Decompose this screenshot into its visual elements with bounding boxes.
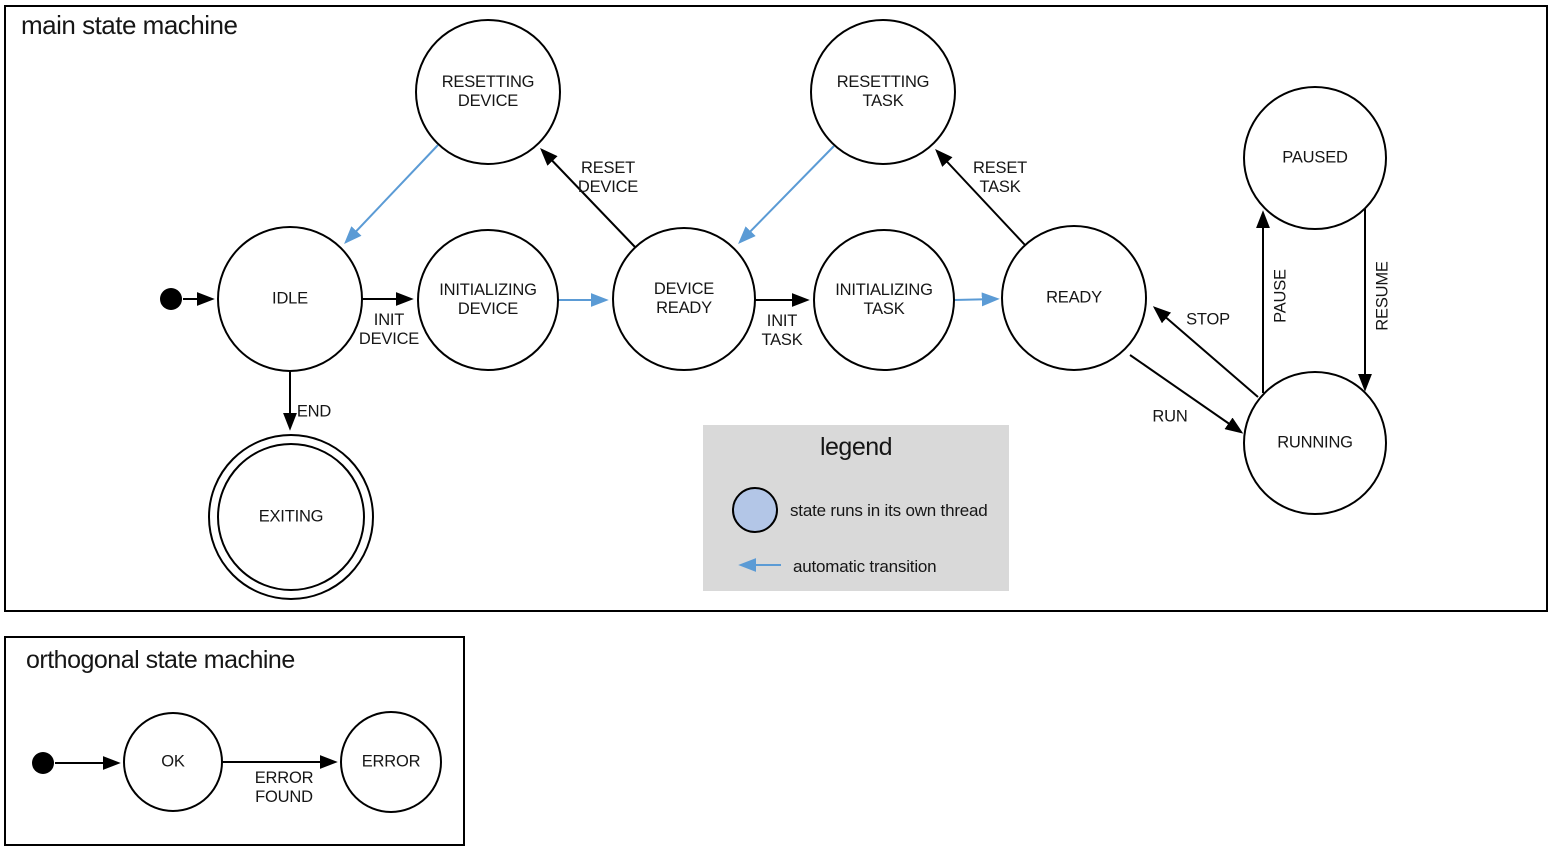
transition-error-found-label: ERROR FOUND [254, 769, 314, 806]
state-initializing-device-label: INITIALIZING DEVICE [439, 281, 537, 318]
main-panel-title: main state machine [21, 10, 238, 40]
transition-reset-task-label: RESET TASK [972, 159, 1028, 196]
legend-box: legend state runs in its own thread auto… [703, 425, 1009, 591]
legend-item-threaded-state: state runs in its own thread [790, 501, 988, 520]
legend-item-automatic-transition: automatic transition [793, 557, 937, 576]
transition-init-device-label: INIT DEVICE [358, 311, 420, 348]
legend-title: legend [819, 433, 893, 461]
ortho-panel-title: orthogonal state machine [26, 646, 295, 674]
state-running-label: RUNNING [1277, 433, 1353, 452]
threaded-state-icon [732, 487, 778, 533]
state-resetting-device-label: RESETTING DEVICE [441, 73, 535, 110]
transition-reset-device-label: RESET DEVICE [577, 159, 639, 196]
transition-run-label: RUN [1152, 407, 1188, 426]
state-error-label: ERROR [361, 752, 421, 771]
state-device-ready-label: DEVICE READY [653, 280, 715, 317]
state-ok-label: OK [161, 752, 185, 771]
state-resetting-task-label: RESETTING TASK [836, 73, 930, 110]
state-paused-label: PAUSED [1282, 148, 1348, 167]
transition-end-label: END [296, 402, 332, 421]
state-idle-label: IDLE [272, 289, 308, 308]
transition-stop-label: STOP [1186, 310, 1230, 329]
transition-resume-label: RESUME [1373, 261, 1392, 331]
state-ready-label: READY [1046, 288, 1102, 307]
transition-init-task-label: INIT TASK [761, 312, 803, 349]
transition-pause-label: PAUSE [1271, 269, 1290, 323]
state-exiting-label: EXITING [258, 507, 324, 526]
automatic-transition-arrow-icon [738, 558, 781, 572]
state-initializing-task-label: INITIALIZING TASK [835, 281, 933, 318]
